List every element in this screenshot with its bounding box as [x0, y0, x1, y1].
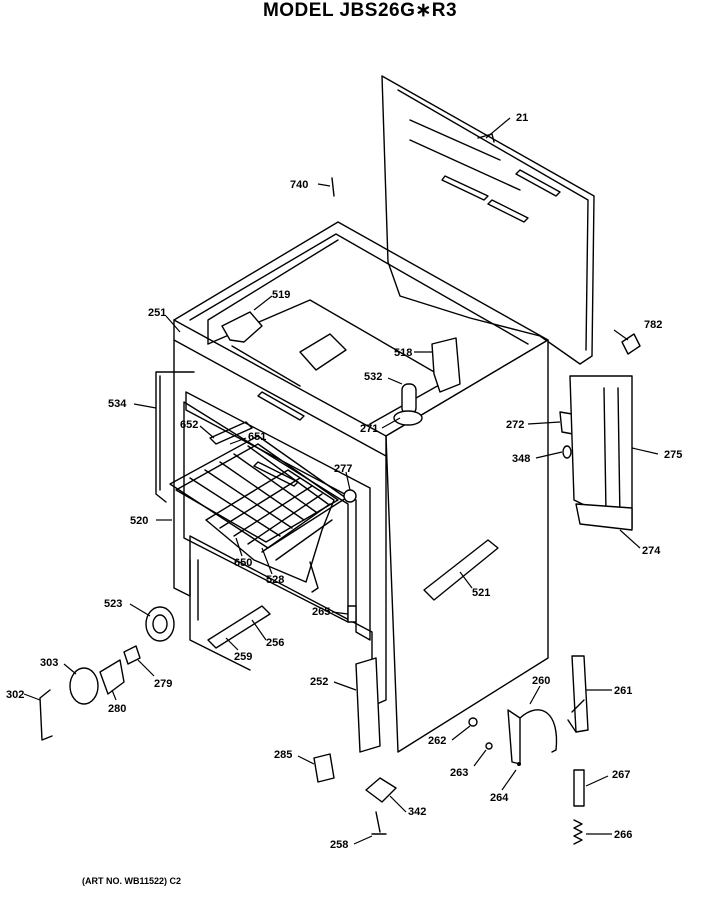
label-259: 259 [234, 651, 252, 663]
diagram-title: MODEL JBS26G∗R3 [262, 0, 458, 21]
label-519: 519 [272, 289, 290, 301]
label-263: 263 [450, 767, 468, 779]
bracket-519 [221, 311, 263, 343]
label-532: 532 [364, 371, 382, 383]
label-650: 650 [234, 557, 252, 569]
thermostat [393, 383, 423, 426]
plate-342 [365, 777, 397, 803]
bracket-265 [347, 605, 357, 623]
label-274: 274 [642, 545, 661, 557]
label-266: 266 [614, 829, 632, 841]
label-258: 258 [330, 839, 348, 851]
label-251: 251 [148, 307, 166, 319]
label-21: 21 [516, 112, 528, 124]
label-518: 518 [394, 347, 412, 359]
back-panel [381, 75, 595, 365]
spring-266 [573, 819, 583, 845]
label-261: 261 [614, 685, 632, 697]
label-302: 302 [6, 689, 24, 701]
label-652: 652 [180, 419, 198, 431]
screw-740 [331, 177, 335, 197]
label-740: 740 [290, 179, 308, 191]
bracket-277 [343, 489, 357, 503]
hinge-256 [207, 605, 271, 649]
label-285: 285 [274, 749, 292, 761]
label-252: 252 [310, 676, 328, 688]
leader-lines [23, 117, 659, 845]
label-303: 303 [40, 657, 58, 669]
label-264: 264 [490, 792, 509, 804]
hinge-plate-521 [423, 539, 499, 601]
label-782: 782 [644, 319, 662, 331]
label-272: 272 [506, 419, 524, 431]
label-275: 275 [664, 449, 682, 461]
label-267: 267 [612, 769, 630, 781]
label-534: 534 [108, 398, 127, 410]
label-520: 520 [130, 515, 148, 527]
range-cabinet [173, 221, 549, 753]
part-labels: 21 740 519 251 782 518 532 534 652 651 2… [6, 112, 682, 851]
label-521: 521 [472, 587, 490, 599]
label-265: 265 [312, 606, 330, 618]
bracket-274 [575, 503, 633, 531]
label-256: 256 [266, 637, 284, 649]
side-rail [155, 371, 195, 503]
door-hinge [468, 655, 589, 766]
spring-267 [573, 769, 585, 807]
label-651: 651 [248, 431, 266, 443]
art-number: (ART NO. WB11522) C2 [82, 876, 182, 886]
bracket-518 [431, 337, 461, 393]
label-342: 342 [408, 806, 426, 818]
bracket-252 [355, 657, 381, 753]
label-523: 523 [104, 598, 122, 610]
floor-bracket [299, 333, 347, 371]
label-277: 277 [334, 463, 352, 475]
label-528: 528 [266, 574, 284, 586]
label-279: 279 [154, 678, 172, 690]
label-271: 271 [360, 423, 378, 435]
screw-258 [371, 811, 387, 835]
receptacle-285 [313, 753, 335, 783]
label-262: 262 [428, 735, 446, 747]
oven-light-assembly [39, 606, 175, 741]
label-260: 260 [532, 675, 550, 687]
clip-348 [562, 445, 572, 459]
label-348: 348 [512, 453, 530, 465]
label-280: 280 [108, 703, 126, 715]
